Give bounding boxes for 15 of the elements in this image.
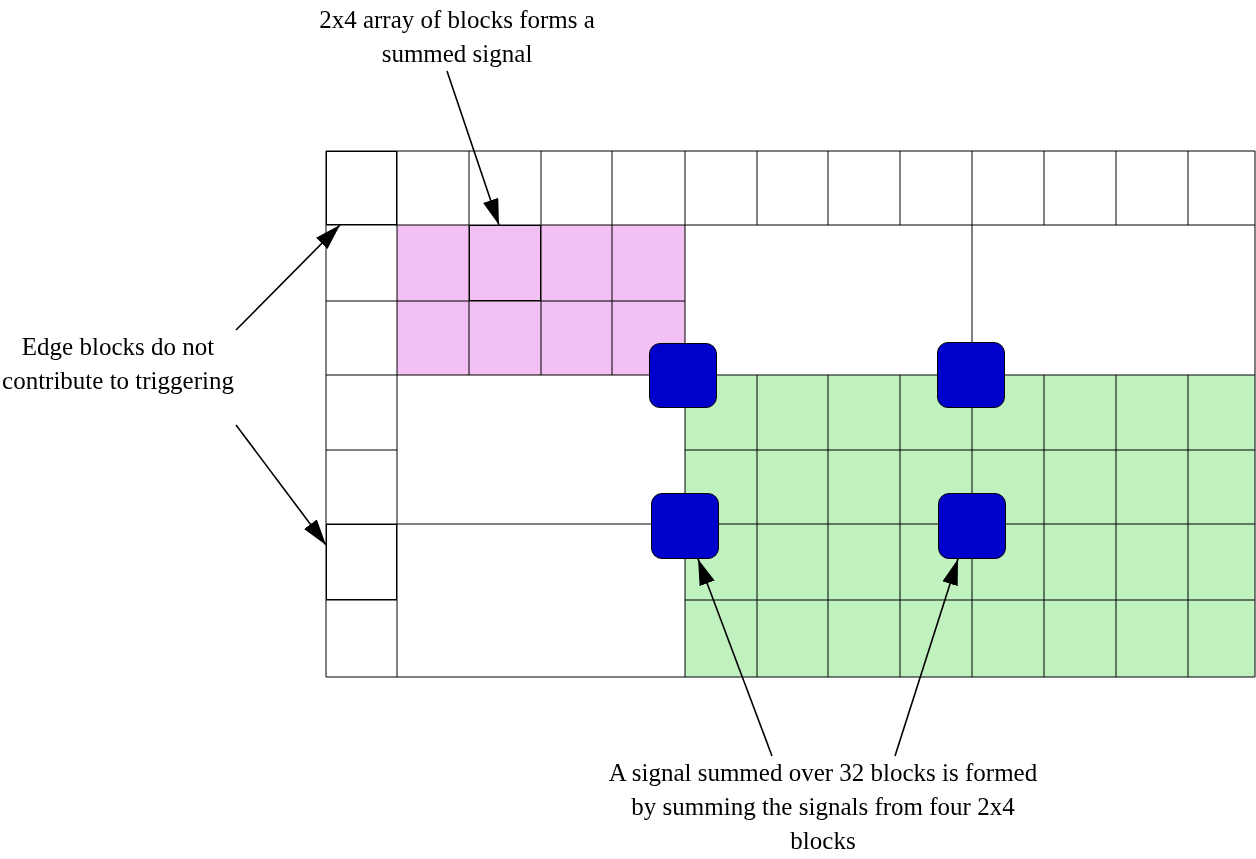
callout-text: Edge blocks do not contribute to triggering: [0, 330, 236, 432]
summing-square: [649, 343, 717, 408]
summing-square: [937, 342, 1005, 408]
edge-block: [326, 151, 397, 225]
leader-arrow: [235, 224, 341, 331]
summing-square: [651, 493, 719, 559]
leader-arrow: [697, 558, 773, 757]
leader-arrow: [894, 558, 959, 757]
highlighted-block: [469, 225, 541, 301]
summing-square: [938, 493, 1006, 559]
leader-arrow: [235, 424, 327, 546]
edge-block: [326, 524, 397, 600]
callout-text: 2x4 array of blocks forms a summed signal: [307, 3, 607, 71]
callout-text: A signal summed over 32 blocks is formed by summing the signals from four 2x4 blocks: [603, 756, 1043, 858]
leader-arrow: [446, 70, 500, 226]
